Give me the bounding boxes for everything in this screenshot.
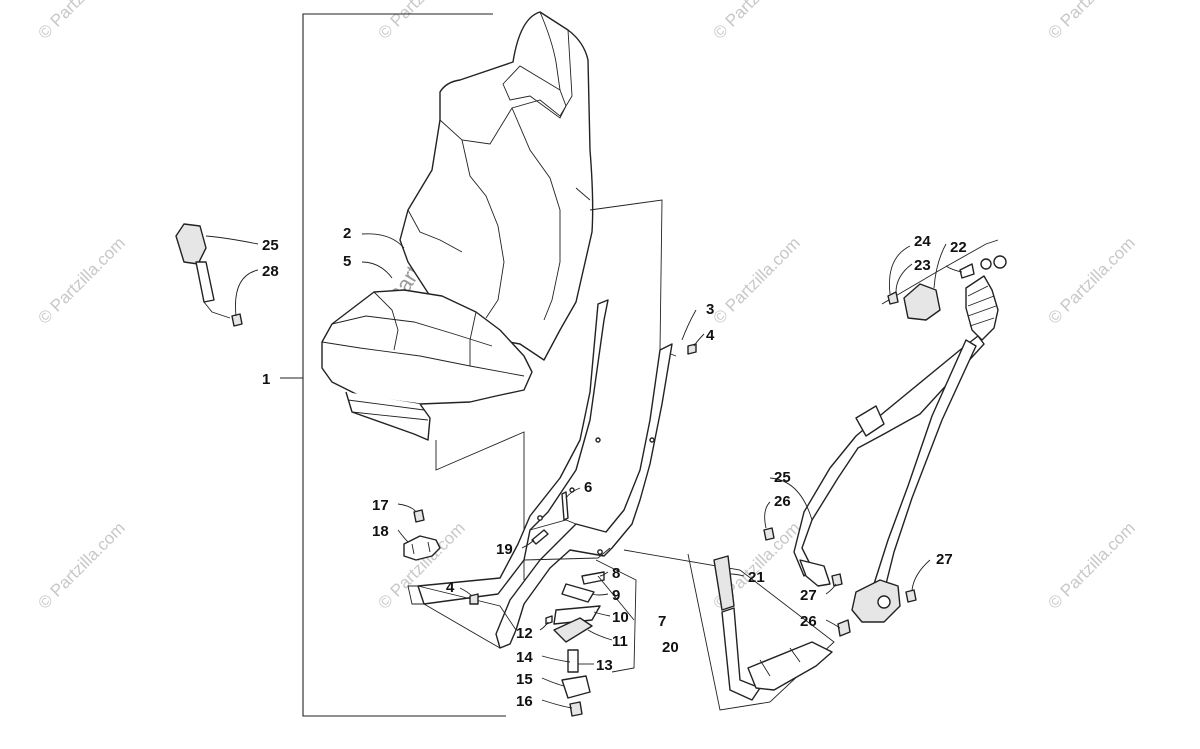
- nut-16: [569, 701, 583, 717]
- shoulder-belt-assembly: [763, 239, 1007, 637]
- callout-25-right: 25: [774, 469, 791, 486]
- bolt-27-mid: [831, 573, 843, 587]
- callout-18: 18: [372, 523, 389, 540]
- clip-9: [561, 583, 595, 603]
- callout-14: 14: [516, 649, 533, 666]
- slider-mount: [623, 549, 835, 711]
- watermark-3: © Partzilla.com: [709, 0, 803, 43]
- spring-10: [553, 605, 601, 625]
- callout-12: 12: [516, 625, 533, 642]
- seat-frame: [407, 299, 673, 649]
- nut-17: [413, 509, 425, 523]
- retractor: [851, 579, 901, 623]
- watermark-8: © Partzilla.com: [34, 518, 128, 612]
- callout-4-lower: 4: [446, 579, 455, 596]
- callout-21: 21: [748, 569, 765, 586]
- callout-5: 5: [343, 253, 351, 270]
- callout-9: 9: [612, 587, 620, 604]
- seat-assembly-bracket: [280, 13, 506, 717]
- watermark-11: © Partzilla.com: [1044, 518, 1138, 612]
- callout-26-lower: 26: [800, 613, 817, 630]
- watermark-5: © Partzilla.com: [34, 233, 128, 327]
- callout-15: 15: [516, 671, 533, 688]
- callout-6: 6: [584, 479, 592, 496]
- slider-base: [747, 641, 833, 691]
- slider-guide-lines: [595, 559, 637, 673]
- anchor-24: [903, 283, 941, 321]
- seat-back: [399, 11, 594, 361]
- watermark-7: © Partzilla.com: [1044, 233, 1138, 327]
- bolt-6: [561, 491, 569, 521]
- callout-23: 23: [914, 257, 931, 274]
- screw-12: [545, 615, 553, 625]
- seat-cushion: [321, 289, 533, 441]
- callout-27-right: 27: [936, 551, 953, 568]
- bolt-27-right: [905, 589, 917, 603]
- callout-16: 16: [516, 693, 533, 710]
- bolt-4-top: [687, 343, 697, 355]
- plate-11: [553, 617, 593, 643]
- callout-7: 7: [658, 613, 666, 630]
- bracket-15: [561, 675, 591, 699]
- bracket-18: [403, 535, 441, 561]
- callout-24: 24: [914, 233, 931, 250]
- bellows: [965, 275, 999, 341]
- callout-27-mid: 27: [800, 587, 817, 604]
- leader-lines: [205, 233, 963, 709]
- belt-webbing-2: [873, 339, 977, 585]
- callout-10: 10: [612, 609, 629, 626]
- bolt-4-lower: [469, 593, 479, 605]
- belt-guide: [855, 405, 885, 437]
- callout-22: 22: [950, 239, 967, 256]
- callout-17: 17: [372, 497, 389, 514]
- bolt-26-upper: [763, 527, 775, 541]
- callout-28: 28: [262, 263, 279, 280]
- bolt-26-lower: [837, 619, 851, 637]
- callout-20: 20: [662, 639, 679, 656]
- bolt-22: [959, 263, 975, 279]
- hardware-parts: [403, 343, 697, 717]
- watermark-6: © Partzilla.com: [709, 233, 803, 327]
- callout-4-top: 4: [706, 327, 715, 344]
- bolt-28: [231, 313, 243, 327]
- grip-21: [713, 555, 735, 611]
- callout-19: 19: [496, 541, 513, 558]
- bolt-23: [887, 291, 899, 305]
- stud-14: [567, 649, 579, 673]
- callout-25-left: 25: [262, 237, 279, 254]
- lap-belt-left: [175, 223, 243, 327]
- callout-13: 13: [596, 657, 613, 674]
- callout-26-upper: 26: [774, 493, 791, 510]
- callout-1: 1: [262, 371, 270, 388]
- callout-8: 8: [612, 565, 620, 582]
- bolt-8: [581, 571, 605, 585]
- watermark-1: © Partzilla.com: [34, 0, 128, 43]
- slider-rod: [721, 607, 761, 701]
- callout-3: 3: [706, 301, 714, 318]
- pin-19: [531, 529, 549, 545]
- callout-2: 2: [343, 225, 351, 242]
- callout-11: 11: [612, 633, 628, 650]
- buckle-25-left: [175, 223, 207, 265]
- watermark-2: © Partzilla.com: [374, 0, 468, 43]
- callout-labels: 1 2 5 25 28 3 4 6 17 18 19 4 8 9 10 11 7…: [262, 225, 967, 710]
- watermark-4: © Partzilla.com: [1044, 0, 1138, 43]
- buckle-25-right: [799, 559, 831, 587]
